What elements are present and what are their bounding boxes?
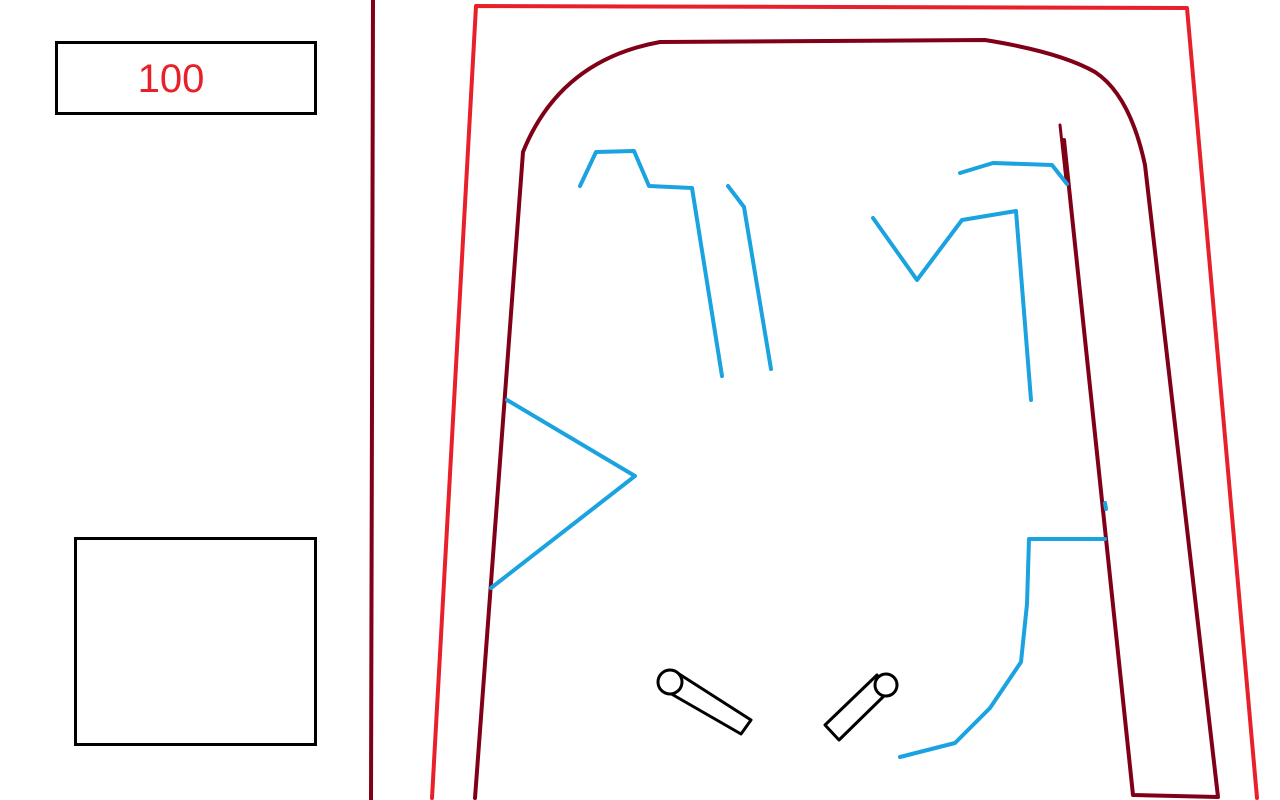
inner-wall-stub <box>1058 123 1068 182</box>
preview-panel <box>74 537 317 746</box>
bumper-group <box>489 149 1108 759</box>
top-lane-guide <box>726 184 773 371</box>
score-panel: 100 <box>55 41 317 115</box>
flipper-right-icon[interactable] <box>823 672 899 742</box>
top-right-guide <box>958 161 1069 186</box>
right-ramp <box>898 537 1107 759</box>
top-left-guide <box>578 149 724 378</box>
inner-wall <box>473 38 1220 800</box>
panel-divider <box>369 0 375 800</box>
left-slingshot <box>489 398 637 590</box>
right-lane-mark <box>1103 501 1108 511</box>
flipper-left-icon[interactable] <box>656 668 753 736</box>
score-value: 100 <box>137 57 205 101</box>
outer-wall <box>430 4 1259 800</box>
v-bumper <box>871 209 1033 402</box>
